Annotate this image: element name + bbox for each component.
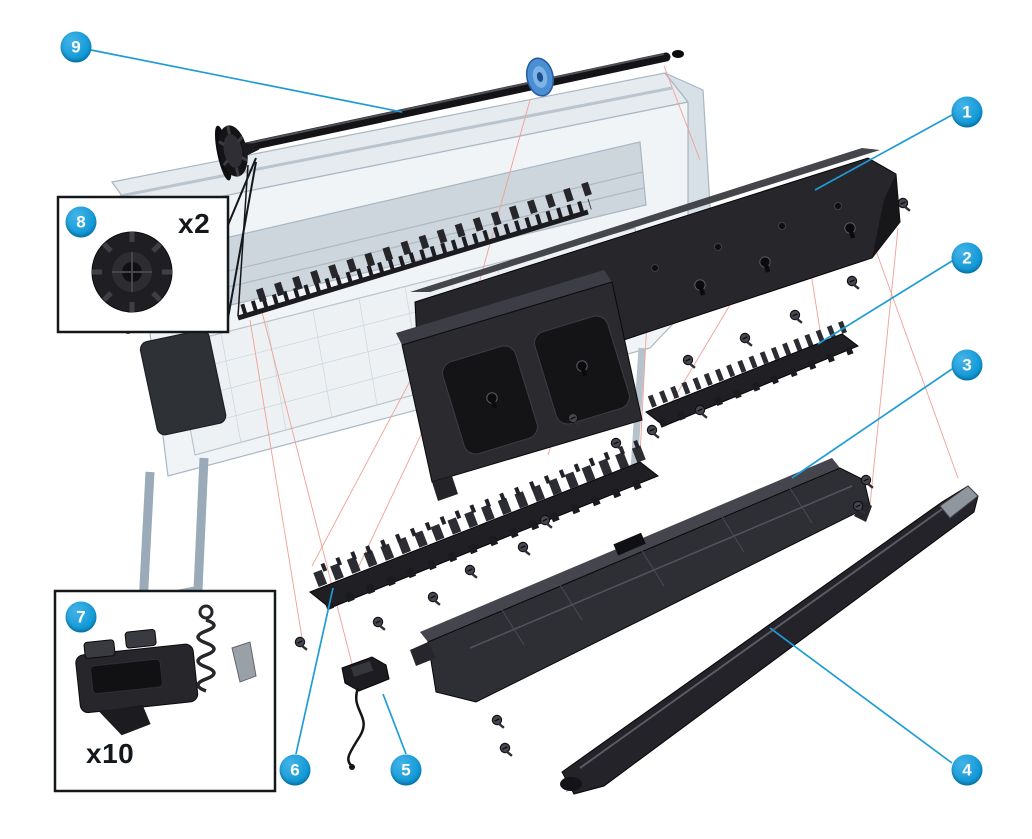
callout-2: 2 — [951, 242, 983, 274]
media-damper-illustration — [75, 604, 257, 736]
inset-box-damper — [53, 589, 277, 793]
spindle-part — [214, 50, 684, 181]
mounted-rack — [237, 179, 599, 321]
platen-part — [410, 458, 872, 703]
spindle-blue-hub — [525, 57, 555, 97]
rail-blade-part — [560, 485, 979, 795]
spindle-left-hub — [214, 125, 260, 181]
bracket-part — [341, 656, 390, 770]
quantity-label-x2: x2 — [178, 208, 211, 239]
quantity-label-x10: x10 — [86, 738, 135, 769]
callout-7: 7 — [65, 601, 97, 633]
callout-5: 5 — [390, 754, 422, 786]
callout-9: 9 — [60, 31, 92, 63]
callout-3: 3 — [951, 349, 983, 381]
callout-8: 8 — [65, 206, 97, 238]
leader-lines — [90, 49, 953, 764]
rack-left-part — [309, 436, 659, 611]
rack-right-part — [645, 320, 860, 428]
spindle-hub-illustration — [91, 231, 173, 313]
callout-4: 4 — [951, 754, 983, 786]
top-cover-part — [396, 148, 901, 501]
callout-1: 1 — [951, 96, 983, 128]
callout-6: 6 — [279, 754, 311, 786]
